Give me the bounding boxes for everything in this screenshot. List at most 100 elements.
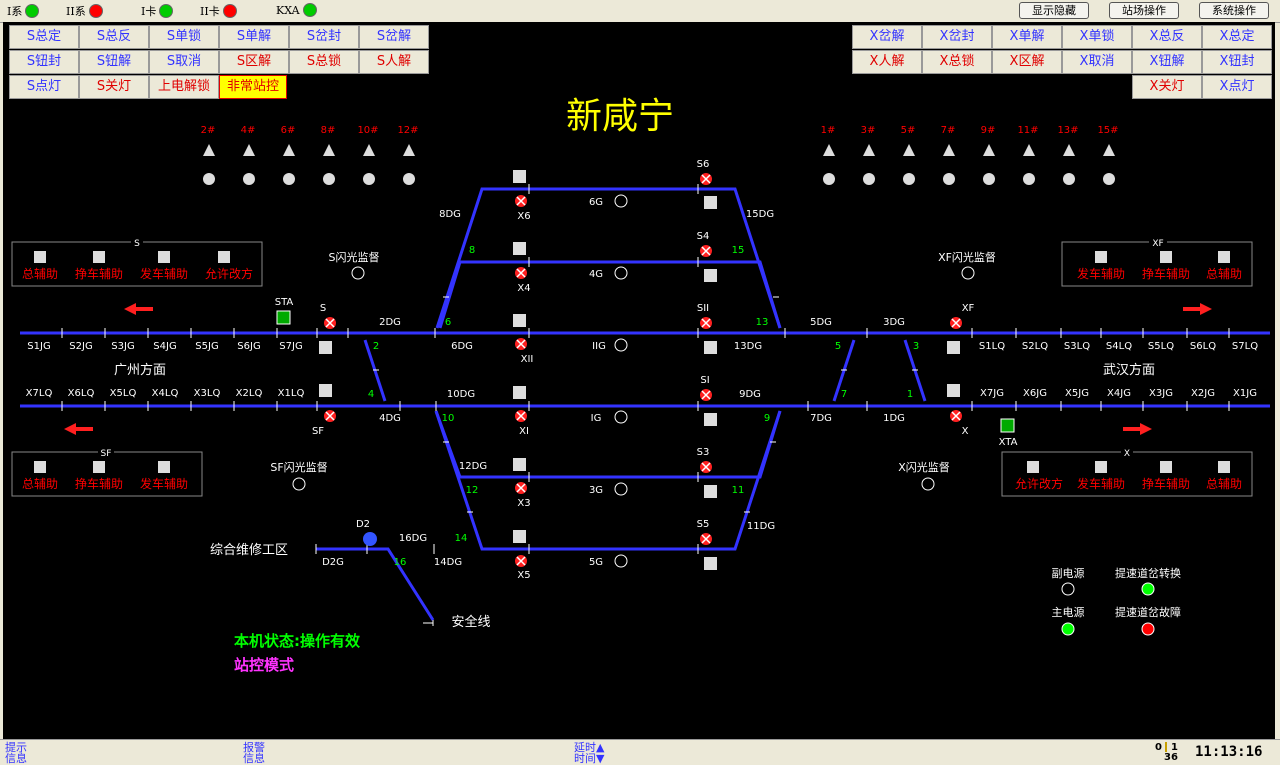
route-button[interactable] bbox=[704, 196, 717, 209]
route-button[interactable] bbox=[947, 384, 960, 397]
route-button[interactable] bbox=[513, 386, 526, 399]
x-section-release-button[interactable]: X区解 bbox=[992, 50, 1062, 74]
x-light-off-button[interactable]: X关灯 bbox=[1132, 75, 1202, 99]
s-manual-release-button[interactable]: S人解 bbox=[359, 50, 429, 74]
aux-button-icon[interactable] bbox=[218, 251, 230, 263]
triangle-icon[interactable] bbox=[363, 144, 375, 156]
signal-d2-icon[interactable] bbox=[363, 532, 377, 546]
triangle-icon[interactable] bbox=[1103, 144, 1115, 156]
triangle-icon[interactable] bbox=[1023, 144, 1035, 156]
x-all-normal-button[interactable]: X总定 bbox=[1202, 25, 1272, 49]
signal-s6-icon[interactable] bbox=[700, 173, 712, 185]
signal-x-icon[interactable] bbox=[950, 410, 962, 422]
aux-button-icon[interactable] bbox=[1095, 461, 1107, 473]
s-switch-block-button[interactable]: S岔封 bbox=[289, 25, 359, 49]
s-all-reverse-button[interactable]: S总反 bbox=[79, 25, 149, 49]
signal-x5-icon[interactable] bbox=[515, 555, 527, 567]
x-all-reverse-button[interactable]: X总反 bbox=[1132, 25, 1202, 49]
x-light-on-button[interactable]: X点灯 bbox=[1202, 75, 1272, 99]
s-single-lock-button[interactable]: S单锁 bbox=[149, 25, 219, 49]
signal-x6-icon[interactable] bbox=[515, 195, 527, 207]
triangle-icon[interactable] bbox=[983, 144, 995, 156]
x-all-lock-button[interactable]: X总锁 bbox=[922, 50, 992, 74]
triangle-icon[interactable] bbox=[403, 144, 415, 156]
route-button[interactable] bbox=[319, 341, 332, 354]
alarm-info-button[interactable]: 报警信息 bbox=[243, 741, 265, 765]
signal-s4-icon[interactable] bbox=[700, 245, 712, 257]
x-switch-block-button[interactable]: X岔封 bbox=[922, 25, 992, 49]
aux-button-icon[interactable] bbox=[1218, 251, 1230, 263]
aux-button-icon[interactable] bbox=[1160, 461, 1172, 473]
aux-button-icon[interactable] bbox=[34, 461, 46, 473]
aux-button-icon[interactable] bbox=[1027, 461, 1039, 473]
triangle-icon[interactable] bbox=[903, 144, 915, 156]
triangle-icon[interactable] bbox=[823, 144, 835, 156]
x-manual-release-button[interactable]: X人解 bbox=[852, 50, 922, 74]
aux-button-icon[interactable] bbox=[93, 461, 105, 473]
s-single-unlock-button[interactable]: S单解 bbox=[219, 25, 289, 49]
s-light-off-button[interactable]: S关灯 bbox=[79, 75, 149, 99]
x-button-unblock-button[interactable]: X钮解 bbox=[1132, 50, 1202, 74]
s-all-lock-button[interactable]: S总锁 bbox=[289, 50, 359, 74]
x-single-unlock-button[interactable]: X单解 bbox=[992, 25, 1062, 49]
sta-button[interactable] bbox=[276, 310, 291, 325]
x-switch-unblock-button[interactable]: X岔解 bbox=[852, 25, 922, 49]
signal-s3-icon[interactable] bbox=[700, 461, 712, 473]
yard-operation-button[interactable]: 站场操作 bbox=[1109, 2, 1179, 19]
signal-x4-icon[interactable] bbox=[515, 267, 527, 279]
signal-xii-icon[interactable] bbox=[515, 338, 527, 350]
triangle-icon[interactable] bbox=[863, 144, 875, 156]
s-button-unblock-button[interactable]: S钮解 bbox=[79, 50, 149, 74]
s-button-block-button[interactable]: S钮封 bbox=[9, 50, 79, 74]
aux-button-icon[interactable] bbox=[1095, 251, 1107, 263]
route-button[interactable] bbox=[704, 341, 717, 354]
route-button[interactable] bbox=[513, 170, 526, 183]
aux-button-icon[interactable] bbox=[158, 461, 170, 473]
route-button[interactable] bbox=[704, 269, 717, 282]
route-button[interactable] bbox=[704, 557, 717, 570]
signal-si-icon[interactable] bbox=[700, 389, 712, 401]
switch-number: 13 bbox=[756, 317, 769, 328]
s-cancel-button[interactable]: S取消 bbox=[149, 50, 219, 74]
triangle-icon[interactable] bbox=[243, 144, 255, 156]
triangle-icon[interactable] bbox=[283, 144, 295, 156]
route-button[interactable] bbox=[947, 341, 960, 354]
signal-sii-icon[interactable] bbox=[700, 317, 712, 329]
x-button-block-button[interactable]: X钮封 bbox=[1202, 50, 1272, 74]
power-on-unlock-button[interactable]: 上电解锁 bbox=[149, 75, 219, 99]
triangle-icon[interactable] bbox=[323, 144, 335, 156]
hint-info-button[interactable]: 提示信息 bbox=[5, 741, 27, 765]
route-button[interactable] bbox=[319, 384, 332, 397]
show-hide-button[interactable]: 显示隐藏 bbox=[1019, 2, 1089, 19]
aux-button-icon[interactable] bbox=[158, 251, 170, 263]
signal-xf-icon[interactable] bbox=[950, 317, 962, 329]
route-button[interactable] bbox=[704, 413, 717, 426]
triangle-icon[interactable] bbox=[1063, 144, 1075, 156]
signal-s5-icon[interactable] bbox=[700, 533, 712, 545]
x-cancel-button[interactable]: X取消 bbox=[1062, 50, 1132, 74]
s-section-release-button[interactable]: S区解 bbox=[219, 50, 289, 74]
triangle-icon[interactable] bbox=[203, 144, 215, 156]
emergency-station-control-button[interactable]: 非常站控 bbox=[219, 75, 287, 99]
signal-xi-icon[interactable] bbox=[515, 410, 527, 422]
s-light-on-button[interactable]: S点灯 bbox=[9, 75, 79, 99]
route-button[interactable] bbox=[513, 530, 526, 543]
delay-time-button[interactable]: 延时▲时间▼ bbox=[574, 741, 605, 765]
system-operation-button[interactable]: 系统操作 bbox=[1199, 2, 1269, 19]
signal-x3-icon[interactable] bbox=[515, 482, 527, 494]
xta-button[interactable] bbox=[1000, 418, 1015, 433]
aux-button-icon[interactable] bbox=[34, 251, 46, 263]
route-button[interactable] bbox=[513, 458, 526, 471]
route-button[interactable] bbox=[704, 485, 717, 498]
route-button[interactable] bbox=[513, 242, 526, 255]
aux-button-icon[interactable] bbox=[1160, 251, 1172, 263]
s-switch-unblock-button[interactable]: S岔解 bbox=[359, 25, 429, 49]
route-button[interactable] bbox=[513, 314, 526, 327]
signal-s-icon[interactable] bbox=[324, 317, 336, 329]
aux-button-icon[interactable] bbox=[93, 251, 105, 263]
x-single-lock-button[interactable]: X单锁 bbox=[1062, 25, 1132, 49]
aux-button-icon[interactable] bbox=[1218, 461, 1230, 473]
signal-sf-icon[interactable] bbox=[324, 410, 336, 422]
triangle-icon[interactable] bbox=[943, 144, 955, 156]
s-all-normal-button[interactable]: S总定 bbox=[9, 25, 79, 49]
